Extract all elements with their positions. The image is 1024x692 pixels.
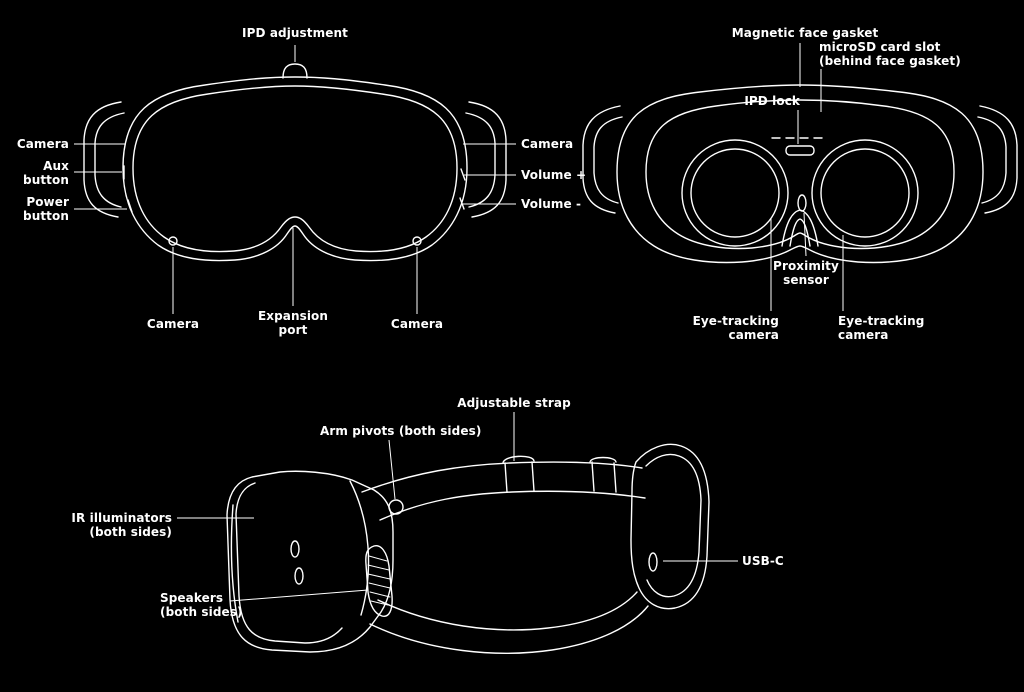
- speaker-grille-hatch: [367, 555, 391, 606]
- proximity-sensor-shape: [797, 194, 807, 212]
- front-outer-shell: [122, 76, 468, 262]
- visor-front-plate: [235, 482, 343, 644]
- label-microsd-card-slot: microSD card slot (behind face gasket): [819, 40, 961, 68]
- leader-lines: [74, 43, 844, 602]
- visor-outline: [226, 470, 394, 653]
- label-power-button: Power button: [23, 195, 69, 223]
- left-eye-cup-outer: [681, 139, 789, 247]
- label-camera-left: Camera: [16, 137, 69, 151]
- label-expansion-port: Expansion port: [257, 309, 329, 337]
- right-eye-cup-inner: [820, 148, 910, 238]
- rear-left-strap-inner: [593, 116, 623, 204]
- nose-arch-outer: [781, 209, 819, 247]
- bottom-strap-top: [377, 591, 638, 631]
- label-camera-bottom-right: Camera: [390, 317, 444, 331]
- strap-buckle-front: [504, 461, 535, 493]
- rear-pad-inner: [645, 453, 702, 598]
- side-view-drawing: [226, 443, 710, 654]
- ipd-lock-shape: [785, 145, 815, 156]
- strap-buckle-rear: [591, 461, 617, 493]
- label-ipd-lock: IPD lock: [744, 94, 800, 108]
- right-eye-cup-outer: [811, 139, 919, 247]
- label-volume-plus: Volume +: [521, 168, 587, 182]
- label-arm-pivots: Arm pivots (both sides): [320, 424, 482, 438]
- label-magnetic-face-gasket: Magnetic face gasket: [731, 26, 879, 40]
- front-camera-dot-right: [412, 236, 422, 246]
- rear-outer-shell: [616, 84, 984, 264]
- power-button-mark: [127, 199, 133, 213]
- front-right-strap: [468, 101, 507, 218]
- label-ir-illuminators: IR illuminators (both sides): [71, 511, 172, 539]
- ipd-adjustment-slider: [282, 63, 308, 79]
- front-inner-shell: [132, 85, 458, 253]
- rear-right-strap-inner: [977, 116, 1007, 204]
- label-ipd-adjustment: IPD adjustment: [242, 26, 348, 40]
- volume-plus-mark: [460, 168, 466, 181]
- headset-button-lower: [294, 567, 304, 585]
- speaker-grille-outline: [365, 545, 393, 617]
- label-camera-bottom-left: Camera: [146, 317, 200, 331]
- label-eye-tracking-camera-left: Eye-tracking camera: [692, 314, 779, 342]
- left-eye-cup-inner: [690, 148, 780, 238]
- front-camera-dot-left: [168, 236, 178, 246]
- strap-buckle-rear-top: [589, 456, 617, 463]
- nose-arch-inner: [789, 218, 811, 247]
- label-adjustable-strap: Adjustable strap: [457, 396, 571, 410]
- strap-buckle-front-top: [502, 455, 535, 464]
- leader-proximity-sensor: [803, 212, 807, 257]
- rear-view-drawing: [582, 84, 1018, 264]
- front-right-strap-inner: [465, 112, 496, 208]
- front-view-drawing: [83, 63, 507, 262]
- label-proximity-sensor: Proximity sensor: [773, 259, 839, 287]
- front-left-strap-inner: [94, 112, 125, 208]
- label-usb-c: USB-C: [742, 554, 784, 568]
- rear-left-strap: [582, 105, 621, 214]
- rear-right-strap: [979, 105, 1018, 214]
- visor-side-contour: [349, 480, 370, 616]
- leader-speakers: [229, 589, 369, 602]
- rear-pad-outline: [630, 443, 710, 610]
- arm-band-bottom: [379, 490, 646, 521]
- face-gasket-outline: [645, 99, 955, 250]
- label-eye-tracking-camera-right: Eye-tracking camera: [838, 314, 925, 342]
- bottom-strap-bottom: [369, 605, 649, 654]
- label-camera-right: Camera: [521, 137, 574, 151]
- front-left-strap: [83, 101, 122, 218]
- label-volume-minus: Volume -: [521, 197, 582, 211]
- headset-button-upper: [290, 540, 300, 558]
- label-speakers: Speakers (both sides): [160, 591, 243, 619]
- arm-band-top: [361, 461, 643, 493]
- label-aux-button: Aux button: [23, 159, 69, 187]
- usb-c-port-shape: [648, 552, 658, 572]
- leader-arm-pivots: [388, 439, 396, 500]
